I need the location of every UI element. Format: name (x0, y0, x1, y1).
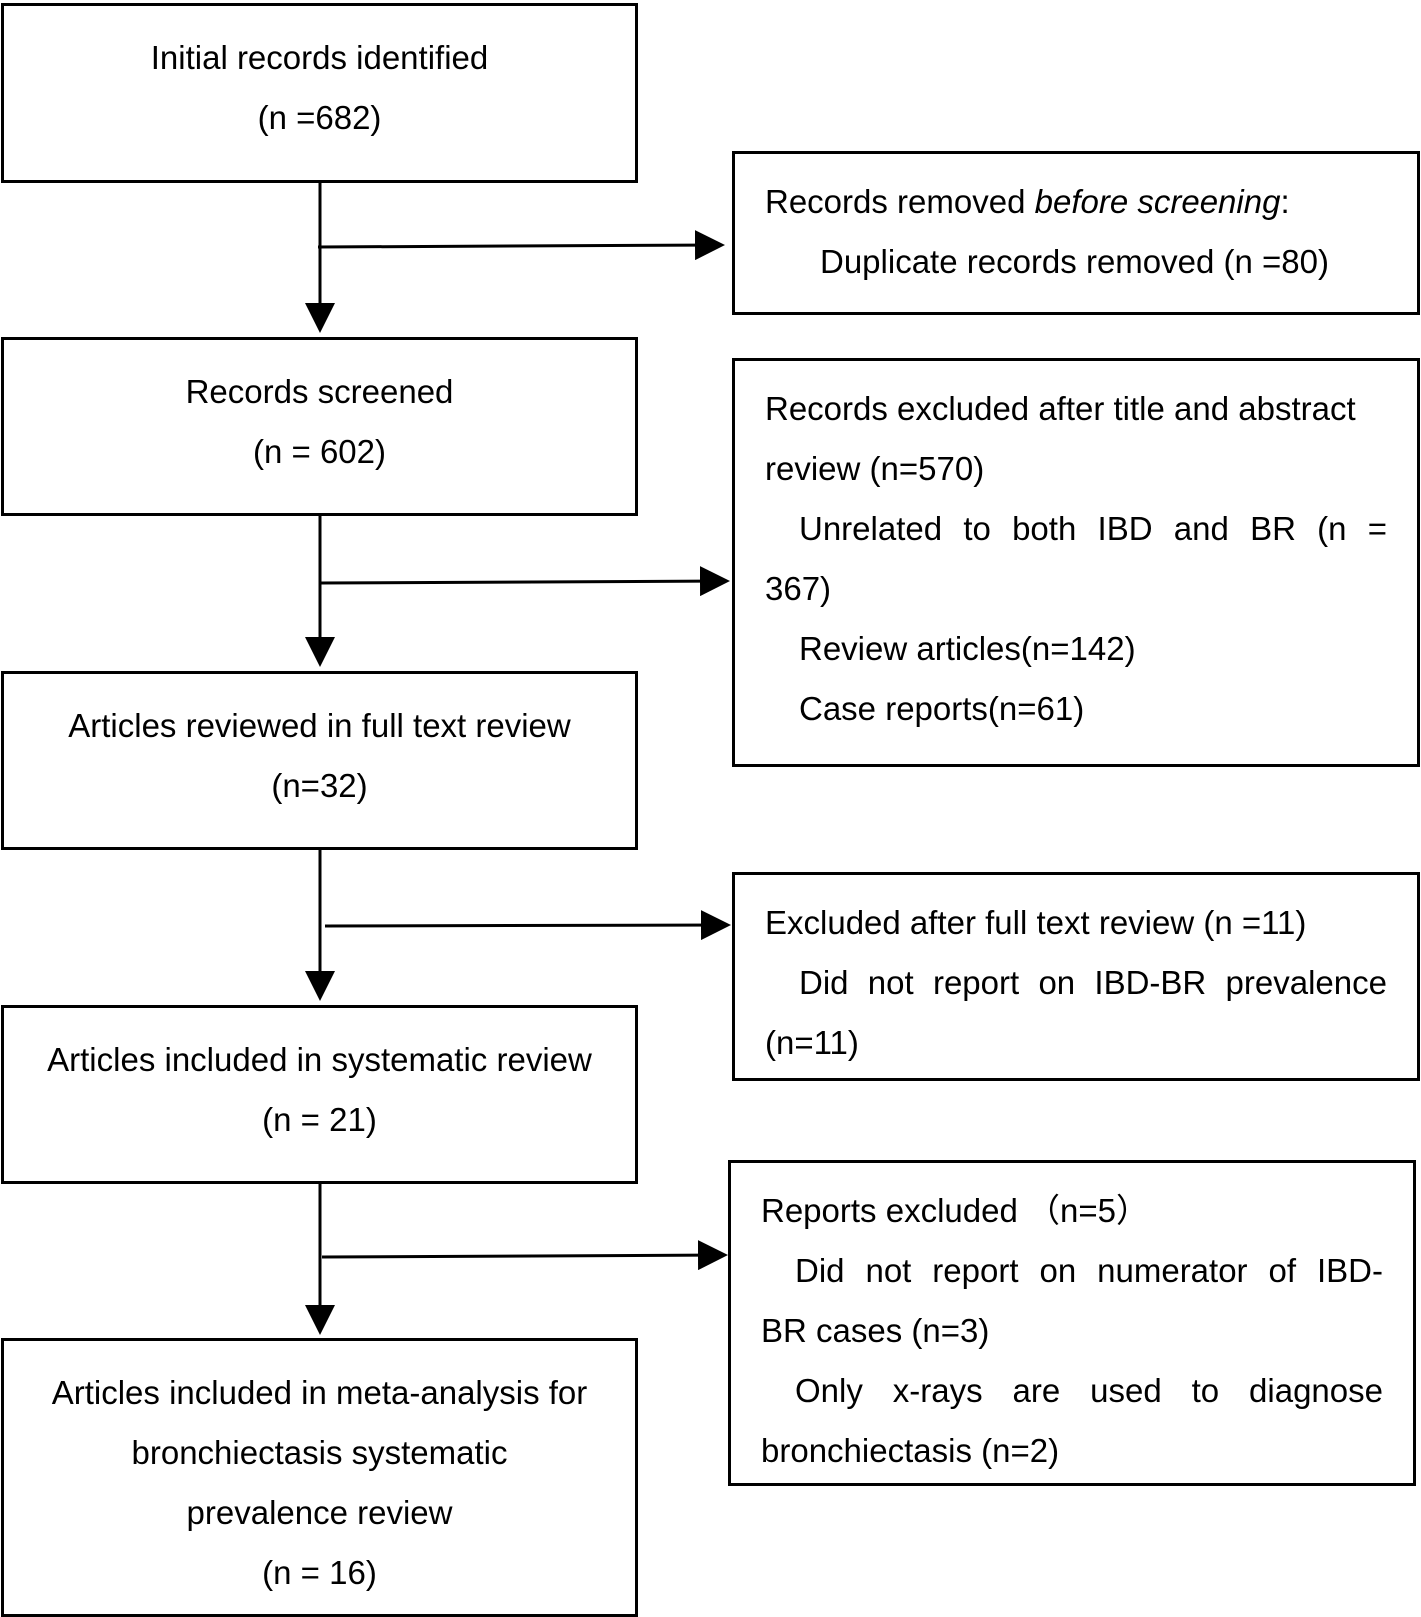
removed-heading: Records removed before screening: (765, 172, 1387, 232)
arrow-to-reports-excluded (321, 1240, 728, 1271)
arrow-to-removed (317, 230, 725, 261)
excluded-full-heading: Excluded after full text review (n =11) (765, 904, 1307, 941)
removed-heading-text: Records removed (765, 183, 1035, 220)
meta-count: (n = 16) (262, 1554, 377, 1591)
excluded-full-prevalence: Did not report on IBD-BR prevalence (799, 964, 1387, 1001)
meta-label-2: bronchiectasis systematic (131, 1434, 508, 1471)
fulltext-count: (n=32) (271, 767, 368, 804)
removed-heading-colon: : (1280, 183, 1290, 220)
box-excluded-title-abstract: Records excluded after title and abstrac… (732, 358, 1420, 767)
removed-duplicates: Duplicate records removed (n =80) (820, 243, 1329, 280)
meta-label-1: Articles included in meta-analysis for (51, 1374, 588, 1411)
box-meta-analysis: Articles included in meta-analysis for b… (1, 1338, 638, 1617)
meta-label-3: prevalence review (186, 1494, 453, 1531)
box-excluded-full-text: Excluded after full text review (n =11) … (732, 872, 1420, 1081)
box-records-screened: Records screened (n = 602) (1, 337, 638, 516)
reports-excluded-xrays: Only x-rays are used to diagnose (795, 1372, 1383, 1409)
reports-excluded-numerator: Did not report on numerator of IBD- (795, 1252, 1383, 1289)
box-reports-excluded: Reports excluded （n=5） Did not report on… (728, 1160, 1416, 1486)
box-systematic-review: Articles included in systematic review (… (1, 1005, 638, 1184)
systematic-label: Articles included in systematic review (47, 1041, 592, 1078)
box-initial-records: Initial records identified (n =682) (1, 3, 638, 183)
excluded-title-heading-2: review (n=570) (765, 450, 985, 487)
removed-heading-emphasis: before screening (1034, 183, 1281, 220)
reports-excluded-numerator-count: BR cases (n=3) (761, 1312, 990, 1349)
reports-excluded-heading: Reports excluded （n=5） (761, 1192, 1149, 1229)
excluded-case-reports: Case reports(n=61) (799, 690, 1085, 727)
initial-count: (n =682) (257, 99, 382, 136)
box-records-removed: Records removed before screening: Duplic… (732, 151, 1420, 315)
arrow-to-excluded-full (324, 910, 731, 941)
excluded-unrelated: Unrelated to both IBD and BR (n = (799, 510, 1387, 547)
box-full-text-review: Articles reviewed in full text review (n… (1, 671, 638, 850)
excluded-unrelated-count: 367) (765, 570, 832, 607)
systematic-count: (n = 21) (262, 1101, 377, 1138)
initial-label: Initial records identified (150, 39, 489, 76)
excluded-title-heading-1: Records excluded after title and abstrac… (765, 390, 1356, 427)
arrow-to-excluded-title (319, 566, 730, 597)
excluded-review-articles: Review articles(n=142) (799, 630, 1136, 667)
excluded-full-prevalence-count: (n=11) (765, 1024, 859, 1061)
reports-excluded-xrays-count: bronchiectasis (n=2) (761, 1432, 1060, 1469)
screened-count: (n = 602) (253, 433, 386, 470)
fulltext-label: Articles reviewed in full text review (68, 707, 571, 744)
screened-label: Records screened (185, 373, 454, 410)
